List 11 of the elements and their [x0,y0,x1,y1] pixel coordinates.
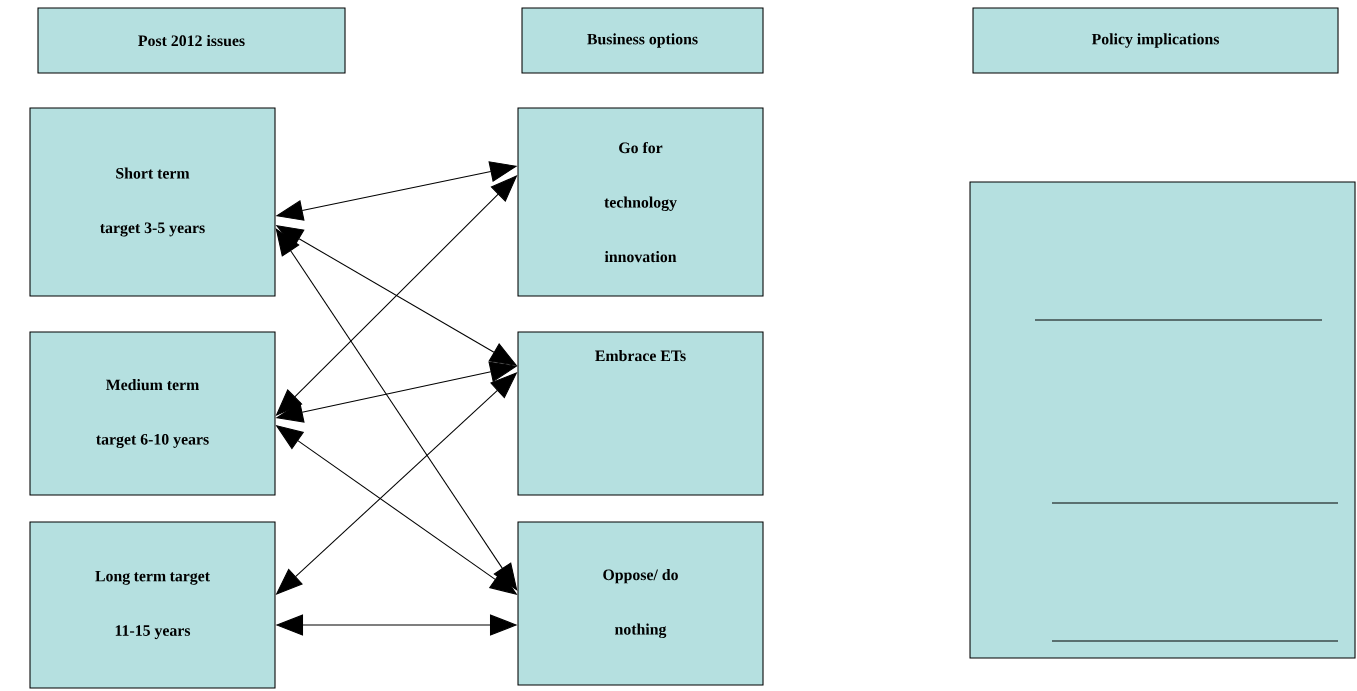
header-box: Post 2012 issues [37,7,346,74]
issue-box: Medium term target 6-10 years [29,331,276,496]
issue-box: Long term target 11-15 years [29,521,276,689]
policy-box [969,181,1356,659]
arrow [275,228,518,591]
option-box: Embrace ETs [517,331,764,496]
option-box: Go for technology innovation [517,107,764,297]
issue-box: Short term target 3-5 years [29,107,276,297]
header-box: Business options [521,7,764,74]
header-box: Policy implications [972,7,1339,74]
option-box: Oppose/ do nothing [517,521,764,686]
